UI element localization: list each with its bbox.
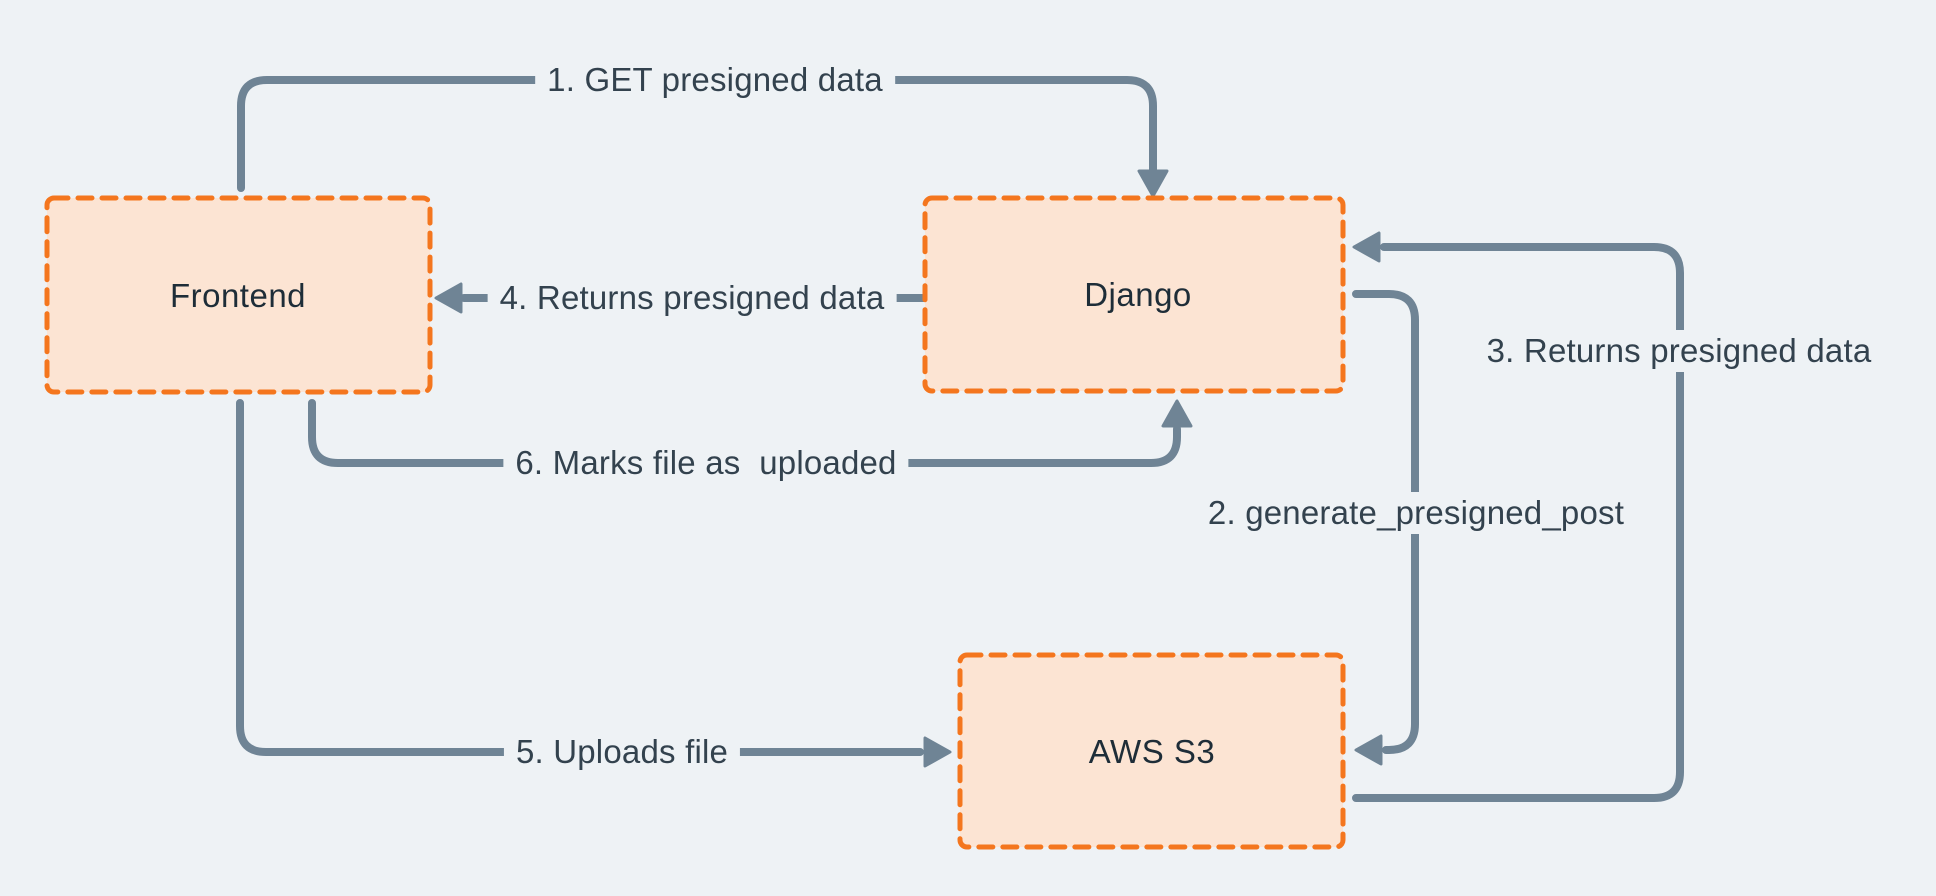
node-aws-s3-label: AWS S3: [1088, 733, 1216, 770]
edge-label-1: 1. GET presigned data: [535, 59, 895, 101]
edge-line-3: [1352, 243, 1684, 802]
arrowhead-6-icon: [1161, 399, 1193, 428]
edge-label-5: 5. Uploads file: [503, 731, 741, 773]
node-django-box: [922, 195, 1346, 394]
edge-label-2: 2. generate_presigned_post: [1195, 492, 1637, 534]
arrowhead-4-icon: [434, 282, 463, 314]
arrowhead-5-icon: [923, 736, 952, 768]
node-frontend-box: [44, 195, 433, 395]
edge-line-5: [236, 399, 924, 756]
edge-label-6: 6. Marks file as uploaded: [503, 442, 909, 484]
node-aws-s3-box: [957, 652, 1346, 850]
edge-label-3: 3. Returns presigned data: [1474, 330, 1884, 372]
arrowhead-1-icon: [1137, 169, 1169, 198]
node-frontend-label: Frontend: [169, 277, 307, 314]
arrowhead-2-icon: [1354, 734, 1383, 766]
node-django-label: Django: [1084, 276, 1192, 313]
arrowhead-3-icon: [1352, 231, 1381, 263]
edge-label-4: 4. Returns presigned data: [487, 277, 897, 319]
